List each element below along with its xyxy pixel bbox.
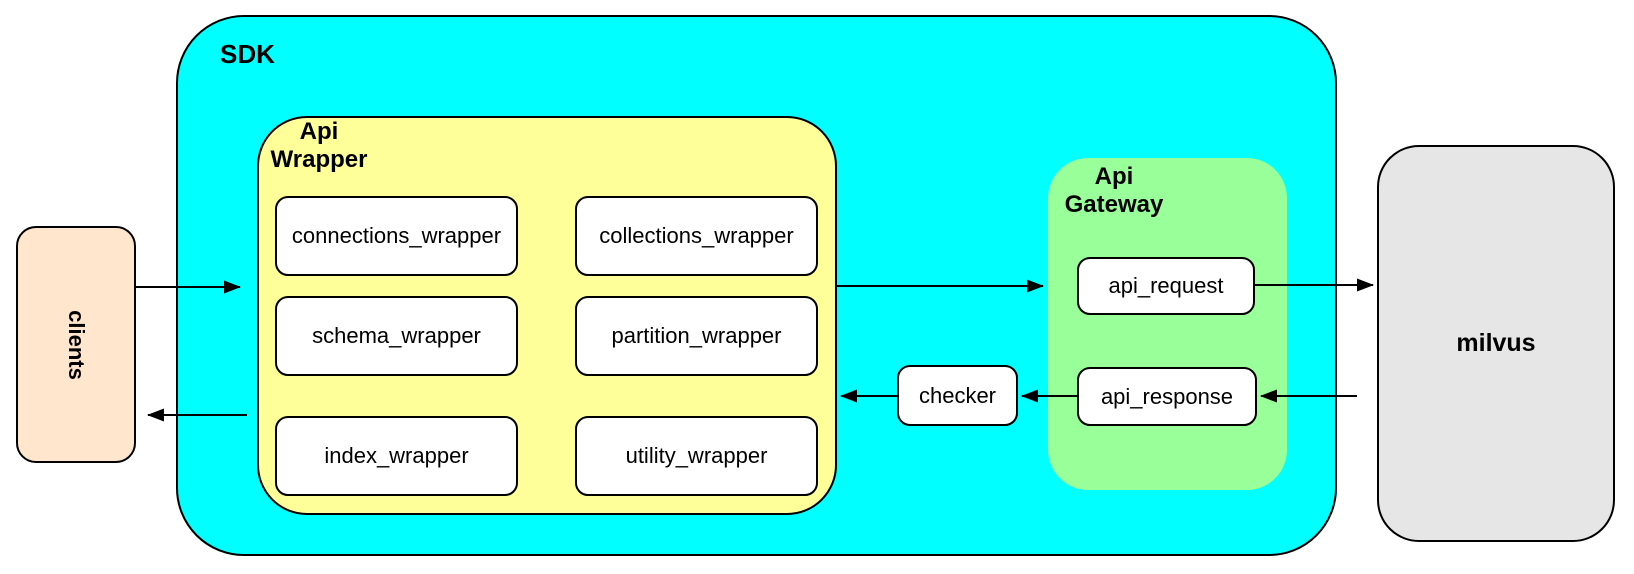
partition-wrapper-box: partition_wrapper bbox=[575, 296, 818, 376]
api-request-box: api_request bbox=[1077, 257, 1255, 315]
index-wrapper-label: index_wrapper bbox=[324, 443, 469, 468]
sdk-label: SDK bbox=[220, 39, 275, 69]
api-gateway-container bbox=[1048, 158, 1287, 490]
api-request-label: api_request bbox=[1108, 273, 1224, 298]
index-wrapper-box: index_wrapper bbox=[275, 416, 518, 496]
checker-label: checker bbox=[918, 382, 997, 408]
utility-wrapper-label: utility_wrapper bbox=[625, 443, 768, 468]
utility-wrapper-box: utility_wrapper bbox=[575, 416, 818, 496]
schema-wrapper-label: schema_wrapper bbox=[312, 323, 481, 348]
api-gateway-label-line2: Gateway bbox=[1064, 191, 1164, 218]
api-response-label: api_response bbox=[1100, 383, 1234, 409]
clients-box: clients bbox=[16, 226, 136, 463]
milvus-label: milvus bbox=[1456, 329, 1536, 357]
clients-label: clients bbox=[63, 309, 89, 380]
api-response-box: api_response bbox=[1077, 367, 1257, 426]
collections-wrapper-box: collections_wrapper bbox=[575, 196, 818, 276]
api-wrapper-label-line2: Wrapper bbox=[270, 146, 368, 173]
connections-wrapper-label: connections_wrapper bbox=[291, 223, 502, 248]
connections-wrapper-box: connections_wrapper bbox=[275, 196, 518, 276]
api-wrapper-label-line1: Api bbox=[299, 118, 339, 145]
partition-wrapper-label: partition_wrapper bbox=[611, 323, 782, 348]
schema-wrapper-box: schema_wrapper bbox=[275, 296, 518, 376]
collections-wrapper-label: collections_wrapper bbox=[599, 223, 794, 248]
checker-box: checker bbox=[897, 365, 1018, 426]
milvus-box: milvus bbox=[1377, 145, 1615, 542]
api-gateway-label-line1: Api bbox=[1094, 163, 1134, 190]
